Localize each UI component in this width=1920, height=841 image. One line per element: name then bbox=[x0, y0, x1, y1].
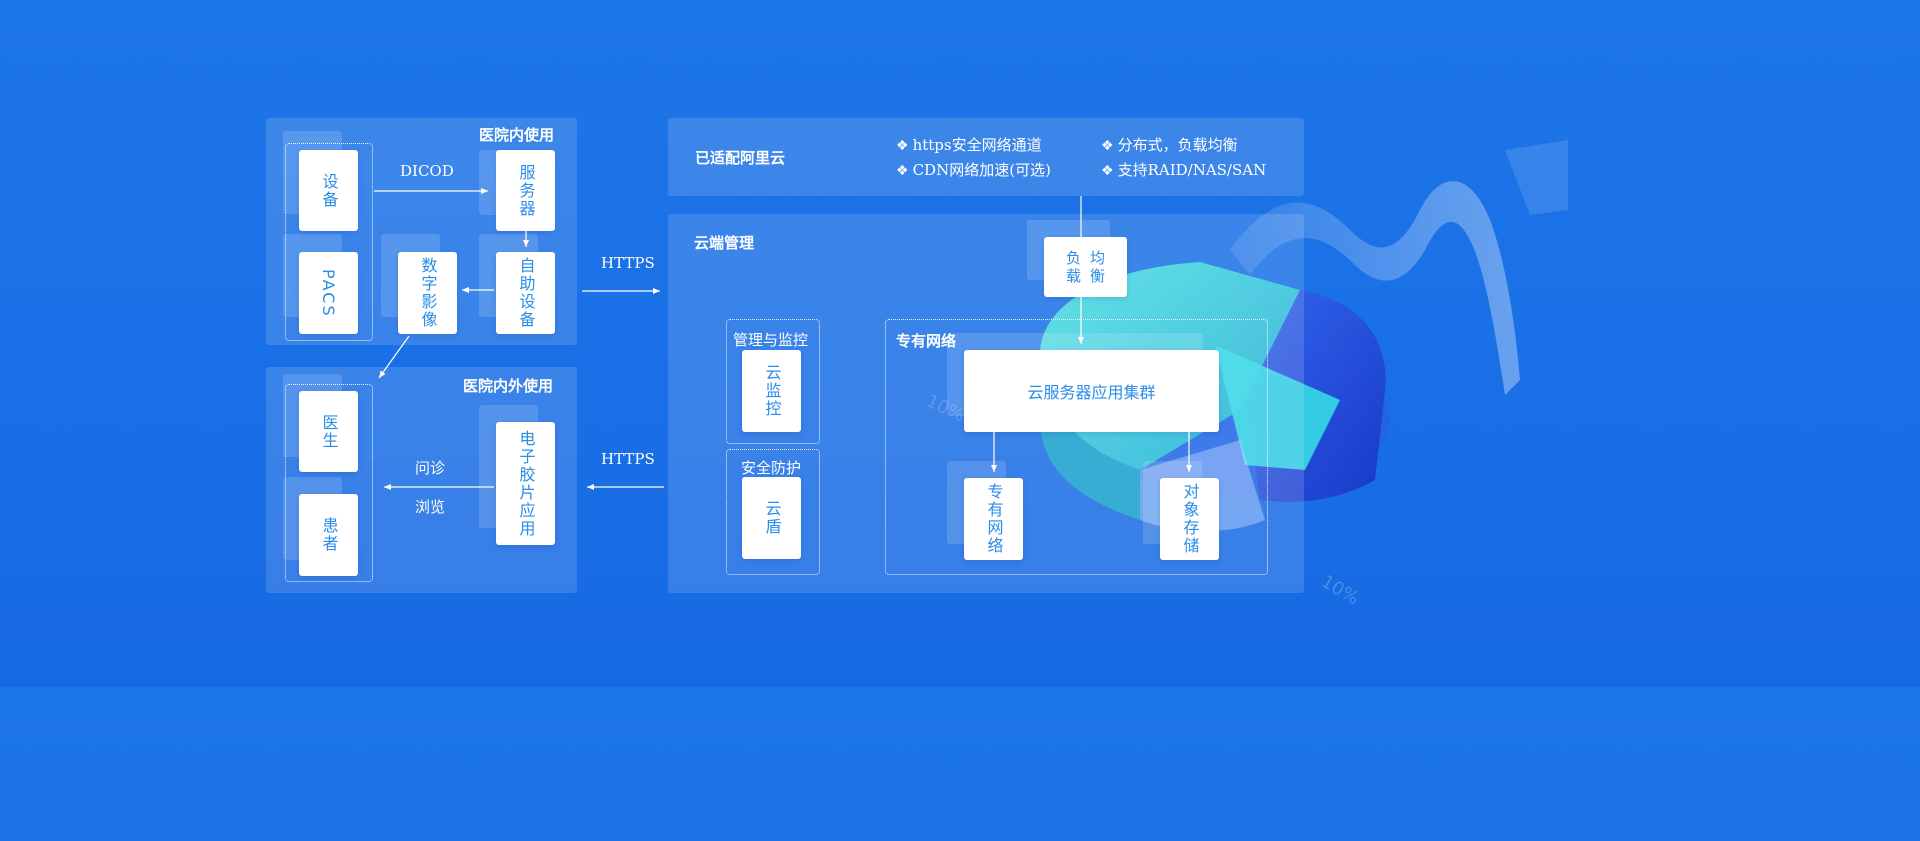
dicod-label: DICOD bbox=[400, 162, 454, 180]
https-bottom-label: HTTPS bbox=[601, 450, 655, 468]
user-group-outline bbox=[285, 384, 373, 582]
film-app-card[interactable]: 电子胶片应用 bbox=[496, 422, 555, 545]
hospital-internal-title: 医院内使用 bbox=[479, 126, 555, 144]
cloud-shield-card[interactable]: 云盾 bbox=[742, 477, 801, 559]
diamond-bullet-icon: ❖ bbox=[896, 163, 909, 179]
cloud-shield-label: 云盾 bbox=[762, 500, 782, 536]
device-group-outline bbox=[285, 143, 373, 341]
aliyun-panel bbox=[668, 118, 1304, 196]
digital-image-label: 数字影像 bbox=[418, 257, 438, 329]
object-storage-card[interactable]: 对象存储 bbox=[1160, 478, 1219, 560]
diamond-bullet-icon: ❖ bbox=[896, 138, 909, 154]
diamond-bullet-icon: ❖ bbox=[1101, 163, 1114, 179]
device-label: 设备 bbox=[319, 172, 339, 209]
cloud-management-title: 云端管理 bbox=[694, 234, 755, 252]
film-app-label: 电子胶片应用 bbox=[516, 429, 536, 538]
diamond-bullet-icon: ❖ bbox=[1101, 138, 1114, 154]
security-group bbox=[726, 449, 820, 575]
consult-label: 问诊 bbox=[415, 459, 446, 477]
mgmt-monitor-title: 管理与监控 bbox=[733, 331, 809, 349]
doctor-label: 医生 bbox=[319, 413, 339, 450]
feature-https: ❖https安全网络通道 bbox=[896, 136, 1042, 154]
doctor-card[interactable]: 医生 bbox=[299, 391, 358, 472]
cloud-monitor-card[interactable]: 云监控 bbox=[742, 350, 801, 432]
pacs-card[interactable]: PACS bbox=[299, 252, 358, 334]
self-service-label: 自助设备 bbox=[516, 257, 536, 329]
pacs-label: PACS bbox=[319, 268, 338, 318]
https-top-label: HTTPS bbox=[601, 254, 655, 272]
server-cluster-card[interactable]: 云服务器应用集群 bbox=[964, 350, 1219, 432]
mgmt-monitor-group bbox=[726, 319, 820, 444]
browse-label: 浏览 bbox=[415, 498, 446, 516]
private-network-group bbox=[885, 319, 1268, 575]
aliyun-title: 已适配阿里云 bbox=[695, 149, 786, 167]
feature-cdn: ❖CDN网络加速(可选) bbox=[896, 161, 1051, 179]
private-network-card[interactable]: 专有网络 bbox=[964, 478, 1023, 560]
patient-card[interactable]: 患者 bbox=[299, 494, 358, 576]
server-cluster-label: 云服务器应用集群 bbox=[1027, 383, 1156, 402]
decor-percent-2: 10% bbox=[1318, 571, 1363, 609]
server-card[interactable]: 服务器 bbox=[496, 150, 555, 231]
private-network-title: 专有网络 bbox=[896, 332, 957, 350]
feature-distributed: ❖分布式，负载均衡 bbox=[1101, 136, 1238, 154]
security-title: 安全防护 bbox=[741, 459, 802, 477]
self-service-card[interactable]: 自助设备 bbox=[496, 252, 555, 334]
device-card[interactable]: 设备 bbox=[299, 150, 358, 231]
hospital-external-title: 医院内外使用 bbox=[463, 377, 554, 395]
cloud-monitor-label: 云监控 bbox=[762, 364, 782, 418]
patient-label: 患者 bbox=[319, 517, 339, 553]
feature-raid: ❖支持RAID/NAS/SAN bbox=[1101, 161, 1267, 179]
load-balance-label: 负均 载衡 bbox=[1065, 249, 1105, 285]
digital-image-card[interactable]: 数字影像 bbox=[398, 252, 457, 334]
load-balance-card[interactable]: 负均 载衡 bbox=[1044, 237, 1127, 297]
private-network-label: 专有网络 bbox=[984, 483, 1004, 555]
server-label: 服务器 bbox=[516, 163, 536, 218]
object-storage-label: 对象存储 bbox=[1180, 483, 1200, 555]
